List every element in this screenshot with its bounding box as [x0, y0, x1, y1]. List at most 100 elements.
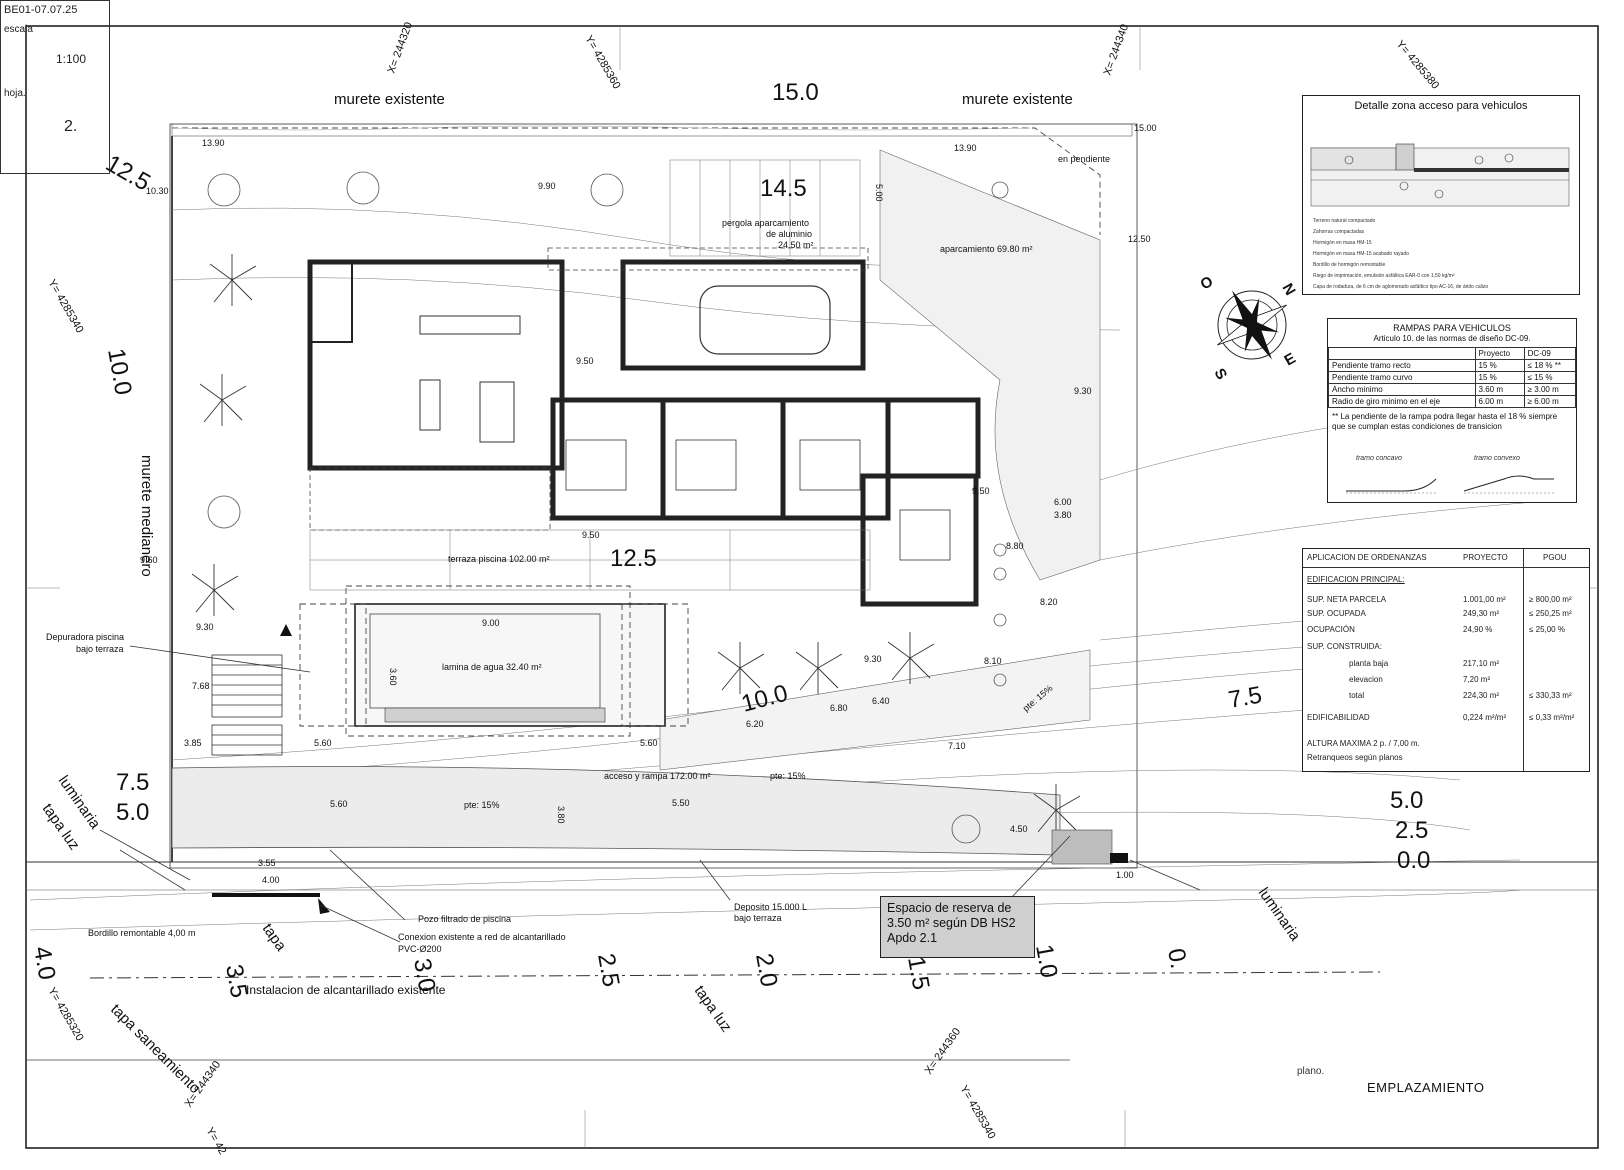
detail-note: Bordillo de hormigón remontable — [1313, 262, 1386, 268]
swimming-pool — [299, 585, 689, 737]
svg-text:7.5: 7.5 — [116, 769, 149, 796]
svg-text:5.60: 5.60 — [330, 799, 348, 809]
svg-text:7.68: 7.68 — [192, 681, 210, 691]
svg-text:12.50: 12.50 — [1128, 234, 1151, 244]
svg-text:bajo terraza: bajo terraza — [734, 913, 782, 923]
murete-existente-left: murete existente — [334, 91, 445, 108]
ord-header-1: APLICACION DE ORDENANZAS — [1307, 553, 1427, 562]
svg-text:Instalacion de alcantarillado: Instalacion de alcantarillado existente — [246, 983, 446, 997]
svg-text:X= 244340: X= 244340 — [1102, 23, 1132, 77]
svg-text:X= 244360: X= 244360 — [923, 1026, 964, 1077]
detail-note: Capa de rodadura, de 6 cm de aglomerado … — [1313, 284, 1489, 290]
svg-text:Y= 4285340: Y= 4285340 — [957, 1084, 997, 1142]
drawing-frame — [25, 25, 1599, 1149]
svg-text:2.5: 2.5 — [592, 951, 624, 989]
svg-text:5.0: 5.0 — [116, 799, 149, 826]
plano-label: plano. — [1297, 1066, 1325, 1077]
compass-e: E — [1282, 350, 1299, 370]
reserve-space-callout: Espacio de reserva de 3.50 m² según DB H… — [880, 896, 1035, 958]
svg-text:6.80: 6.80 — [830, 703, 848, 713]
svg-text:15.0: 15.0 — [772, 79, 819, 106]
svg-text:12.5: 12.5 — [610, 545, 657, 572]
svg-text:4.50: 4.50 — [1010, 824, 1028, 834]
svg-text:Y= 4285340: Y= 4285340 — [45, 278, 85, 336]
ord-header-3: PGOU — [1543, 553, 1567, 562]
detail-note: Riego de imprimación, emulsión asfáltica… — [1313, 273, 1455, 279]
detail-note: Zahorras compactadas — [1313, 229, 1365, 235]
svg-text:10.30: 10.30 — [146, 186, 169, 196]
plot-boundary — [169, 123, 1138, 869]
svg-text:9.90: 9.90 — [538, 181, 556, 191]
trees — [207, 171, 1009, 844]
access-ramp-hatch — [171, 149, 1101, 856]
leader-lines — [99, 645, 1201, 943]
table-row: Pendiente tramo curvo 15 % ≤ 15 % — [1328, 371, 1577, 384]
compass-n: N — [1279, 281, 1299, 299]
meter-box — [1110, 853, 1128, 863]
svg-text:7.10: 7.10 — [948, 741, 966, 751]
svg-text:9.50: 9.50 — [972, 486, 990, 496]
svg-text:terraza piscina 102.00 m²: terraza piscina 102.00 m² — [448, 554, 550, 564]
svg-text:9.30: 9.30 — [196, 622, 214, 632]
palm-trees — [191, 254, 1081, 836]
scale-label: escala — [4, 24, 33, 35]
svg-text:9.00: 9.00 — [482, 618, 500, 628]
svg-text:8.10: 8.10 — [984, 656, 1002, 666]
svg-text:3.80: 3.80 — [1054, 510, 1072, 520]
svg-text:Bordillo remontable 4,00 m: Bordillo remontable 4,00 m — [88, 928, 196, 938]
svg-text:luminaria: luminaria — [1255, 885, 1304, 945]
svg-text:8.20: 8.20 — [1040, 597, 1058, 607]
svg-text:bajo terraza: bajo terraza — [76, 644, 124, 654]
svg-text:Y= 42: Y= 42 — [203, 1126, 228, 1157]
sheet-label: hoja. — [4, 88, 26, 99]
svg-text:Y= 4285380: Y= 4285380 — [1394, 38, 1442, 91]
svg-text:tapa: tapa — [259, 921, 290, 955]
drawing-code: BE01-07.07.25 — [4, 4, 78, 16]
svg-text:lamina de agua 32.40 m²: lamina de agua 32.40 m² — [442, 662, 542, 672]
svg-text:9.30: 9.30 — [1074, 386, 1092, 396]
contour-labels: 15.0 14.5 12.5 12.5 10.0 10.0 7.5 7.5 5.… — [28, 79, 1430, 1000]
svg-text:3.5: 3.5 — [220, 962, 252, 1000]
svg-text:5.0: 5.0 — [1390, 787, 1423, 814]
svg-text:9.50: 9.50 — [576, 356, 594, 366]
table-row: Ancho minimo 3.60 m ≥ 3.00 m — [1328, 383, 1577, 396]
svg-text:5.00: 5.00 — [874, 184, 884, 202]
spot-levels: 13.90 13.90 15.00 10.30 9.90 12.50 9.50 … — [140, 123, 1157, 885]
svg-text:4.00: 4.00 — [262, 875, 280, 885]
svg-text:X= 244320: X= 244320 — [386, 21, 416, 75]
svg-text:13.90: 13.90 — [954, 143, 977, 153]
svg-text:2.5: 2.5 — [1395, 817, 1428, 844]
stairs — [211, 654, 283, 756]
svg-text:9.60: 9.60 — [140, 555, 158, 565]
access-section-sketch — [1310, 143, 1570, 207]
svg-text:5.50: 5.50 — [672, 798, 690, 808]
reserve-area-patch — [1051, 829, 1113, 865]
table-row: Radio de giro minimo en el eje 6.00 m ≥ … — [1328, 395, 1577, 408]
svg-text:Conexion existente a red de al: Conexion existente a red de alcantarilla… — [398, 932, 566, 942]
murete-medianero: murete medianero — [138, 455, 155, 577]
ramps-title: RAMPAS PARA VEHICULOS — [1393, 323, 1511, 333]
ord-section: EDIFICACION PRINCIPAL: — [1307, 575, 1405, 584]
svg-text:4.0: 4.0 — [28, 944, 60, 982]
annotation-labels: murete existente murete existente murete… — [39, 91, 1304, 1097]
svg-text:6.20: 6.20 — [746, 719, 764, 729]
svg-text:Pozo filtrado de piscina: Pozo filtrado de piscina — [418, 914, 511, 924]
table-row: Pendiente tramo recto 15 % ≤ 18 % ** — [1328, 359, 1577, 372]
svg-text:pte: 15%: pte: 15% — [770, 771, 806, 781]
svg-text:pte: 15%: pte: 15% — [464, 800, 500, 810]
svg-text:3.55: 3.55 — [258, 858, 276, 868]
svg-text:7.5: 7.5 — [1226, 682, 1264, 714]
svg-text:Deposito 15.000 L: Deposito 15.000 L — [734, 902, 807, 912]
svg-text:Y= 4285320: Y= 4285320 — [45, 986, 85, 1044]
svg-text:13.90: 13.90 — [202, 138, 225, 148]
svg-text:10.0: 10.0 — [102, 346, 137, 397]
transition-sketch — [1346, 475, 1554, 494]
svg-text:6.00: 6.00 — [1054, 497, 1072, 507]
svg-text:14.5: 14.5 — [760, 175, 807, 202]
svg-text:aparcamiento 69.80 m²: aparcamiento 69.80 m² — [940, 244, 1033, 254]
ord-header-2: PROYECTO — [1463, 553, 1508, 562]
zoning-compliance-panel: APLICACION DE ORDENANZAS PROYECTO PGOU E… — [1302, 548, 1590, 772]
svg-text:acceso y rampa 172.00 m²: acceso y rampa 172.00 m² — [604, 771, 711, 781]
svg-text:0.: 0. — [1162, 946, 1192, 970]
